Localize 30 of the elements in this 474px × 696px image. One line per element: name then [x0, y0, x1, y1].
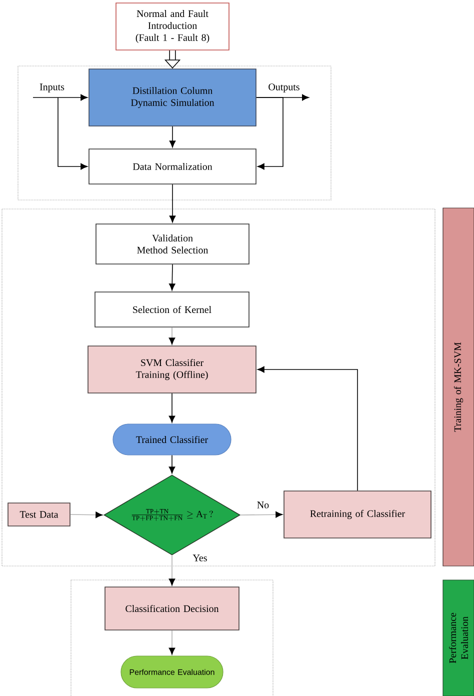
process-box: Data Normalization [88, 148, 256, 184]
process-box: Retraining of Classifier [284, 490, 432, 538]
arrow [168, 630, 176, 655]
arrow [32, 94, 88, 101]
arrow [257, 366, 358, 491]
arrow [169, 126, 176, 148]
arrow [168, 454, 176, 474]
arrow [70, 512, 103, 518]
arrow [168, 327, 176, 345]
edge-label: Yes [192, 554, 208, 562]
side-band: Performance Evaluation [442, 580, 474, 696]
process-box: Test Data [8, 502, 70, 526]
arrow [256, 97, 284, 170]
process-box: Normal and Fault Introduction (Fault 1 - Fault 8) [116, 2, 230, 50]
process-box: Selection of Kernel [94, 292, 250, 328]
process-box: Distillation Column Dynamic Simulation [88, 68, 256, 126]
arrow [240, 511, 283, 518]
process-box: SVM Classifier Training (Offline) [88, 346, 256, 394]
edge-label: Inputs [38, 82, 66, 94]
arrow [168, 393, 176, 423]
process-box: Validation Method Selection [96, 224, 250, 264]
process-box: Classification Decision [104, 586, 240, 630]
edge-label: No [256, 500, 270, 510]
arrow [58, 97, 88, 170]
edge-label: Outputs [267, 82, 301, 94]
arrow [169, 184, 176, 223]
arrow [168, 555, 176, 586]
side-band: Training of MK-SVM [442, 208, 474, 566]
terminal-pill: Trained Classifier [112, 424, 232, 456]
arrow [169, 264, 176, 291]
